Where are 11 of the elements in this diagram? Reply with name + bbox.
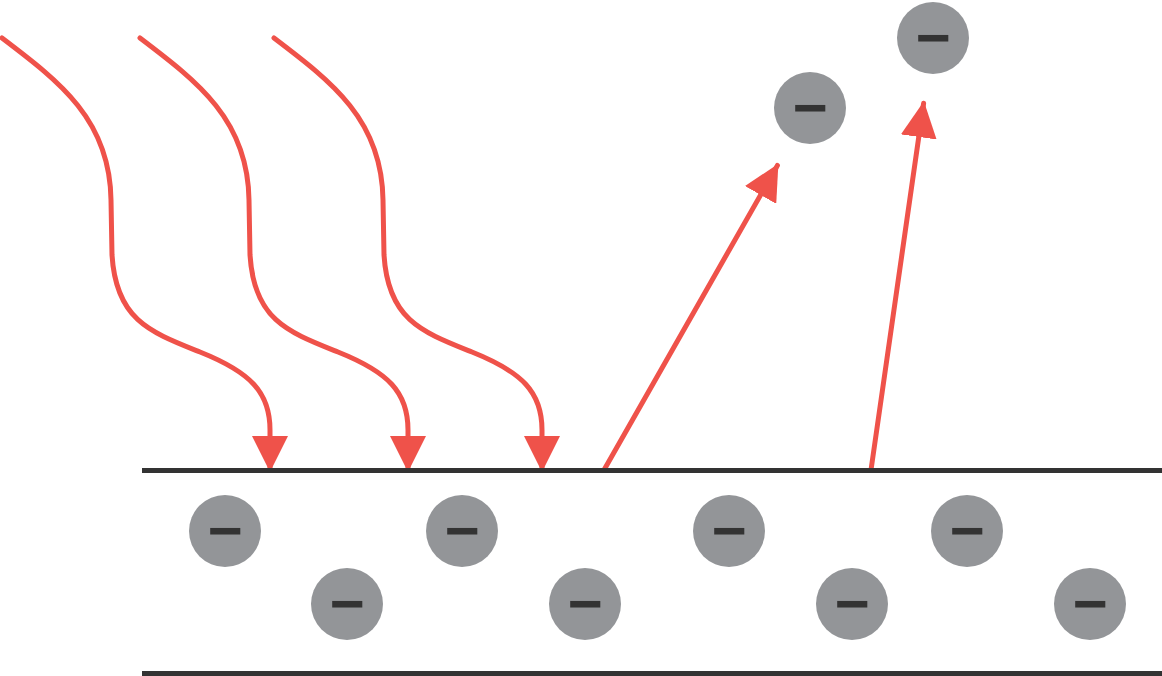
electron: − — [311, 568, 383, 640]
electron: − — [897, 2, 969, 74]
electron: − — [1054, 568, 1126, 640]
electron: − — [931, 495, 1003, 567]
electron: − — [549, 568, 621, 640]
electron: − — [816, 568, 888, 640]
electron: − — [774, 72, 846, 144]
metal-plate — [142, 468, 1162, 676]
electron: − — [426, 495, 498, 567]
electron: − — [693, 495, 765, 567]
electron: − — [189, 495, 261, 567]
